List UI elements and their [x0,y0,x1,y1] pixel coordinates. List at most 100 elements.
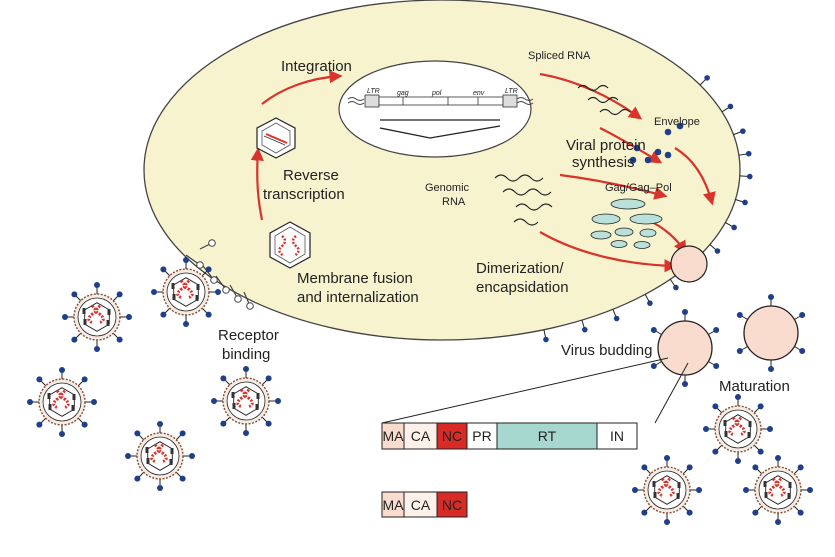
label-dimer-1: Dimerization/ [476,260,564,277]
virion-spike [775,455,781,461]
label-envelope: Envelope [654,116,700,128]
envelope-protein [665,152,672,159]
virion [743,455,813,525]
virion-spike [183,257,189,263]
virion-spike [664,455,670,461]
label-membrane-2: and internalization [297,289,419,306]
gagpol-label-ca: CA [411,428,431,444]
gagpol-label-in: IN [610,428,624,444]
virion-spike [768,294,774,300]
virion-spike [82,422,88,428]
virion-spike [71,337,77,343]
membrane-spike [715,248,721,254]
virion-spike [798,510,804,516]
ltr-left-label: LTR [367,88,380,95]
virion-spike [160,312,166,318]
membrane-spike [582,327,588,333]
ltr-right-label: LTR [505,88,518,95]
virion-spike [94,346,100,352]
label-receptor-2: binding [222,346,270,363]
virion-spike [767,426,773,432]
virion-spike [798,464,804,470]
virion-spike [799,348,805,354]
membrane-spike [728,104,734,110]
virion-spike [134,476,140,482]
immature-virion [744,306,798,360]
virion-spike [160,266,166,272]
virion-spike [243,366,249,372]
membrane-spike [747,174,753,180]
virion-spike [94,282,100,288]
receptor [211,277,218,284]
virion [151,257,221,327]
label-viral-protein-1: Viral protein [566,137,646,154]
virion-spike [682,309,688,315]
virion-spike [775,519,781,525]
label-reverse-1: Reverse [283,167,339,184]
virion-spike [36,376,42,382]
virion-spike [752,510,758,516]
virion-spike [126,314,132,320]
receptor [247,303,254,310]
virion-spike [36,422,42,428]
gagpol-label-pr: PR [472,428,491,444]
virion-spike [713,363,719,369]
virion-spike [743,487,749,493]
virion-spike [215,289,221,295]
pol-gene-label: pol [431,90,442,97]
virion-spike [651,363,657,369]
label-maturation: Maturation [719,378,790,395]
virion-spike [180,476,186,482]
virion-spike [687,464,693,470]
receptor [209,240,216,247]
virion [703,394,773,464]
envelope-protein [645,157,652,164]
label-viral-protein-2: synthesis [572,154,635,171]
virion-spike [799,312,805,318]
virion-spike [189,453,195,459]
virion-spike [206,266,212,272]
gagpol-label-rt: RT [538,428,557,444]
env-gene-label: env [473,90,485,97]
label-budding: Virus budding [561,342,652,359]
virion-spike [275,398,281,404]
virion-spike [632,487,638,493]
virion-spike [768,366,774,372]
membrane-spike [742,200,748,206]
virion-spike [758,403,764,409]
virion-spike [687,510,693,516]
virion-spike [682,381,688,387]
virion [62,282,132,352]
label-gag: Gag/Gag–Pol [605,182,672,194]
budded-virion [658,321,712,375]
nucleus [339,61,531,157]
virion-spike [59,367,65,373]
label-integration: Integration [281,58,352,75]
membrane-spike [673,285,679,291]
gag-label-nc: NC [442,497,462,513]
virion-spike [27,399,33,405]
virion-spike [266,375,272,381]
membrane-spike [731,225,737,231]
virion-spike [157,485,163,491]
virion-spike [752,464,758,470]
virion-spike [641,464,647,470]
gagpol-label-nc: NC [442,428,462,444]
label-genomic-2: RNA [442,196,466,208]
gag-label-ca: CA [411,497,431,513]
membrane-spike [740,128,746,134]
virion-spike [59,431,65,437]
receptor [197,262,204,269]
membrane-spike [614,316,620,322]
virion-spike [735,458,741,464]
virion-spike [737,312,743,318]
virion-spike [664,519,670,525]
virion-spike [758,449,764,455]
virion-spike [117,337,123,343]
receptor [235,296,242,303]
label-membrane-1: Membrane fusion [297,270,413,287]
membrane-spike [746,151,752,157]
virion-spike [82,376,88,382]
virion-spike [703,426,709,432]
